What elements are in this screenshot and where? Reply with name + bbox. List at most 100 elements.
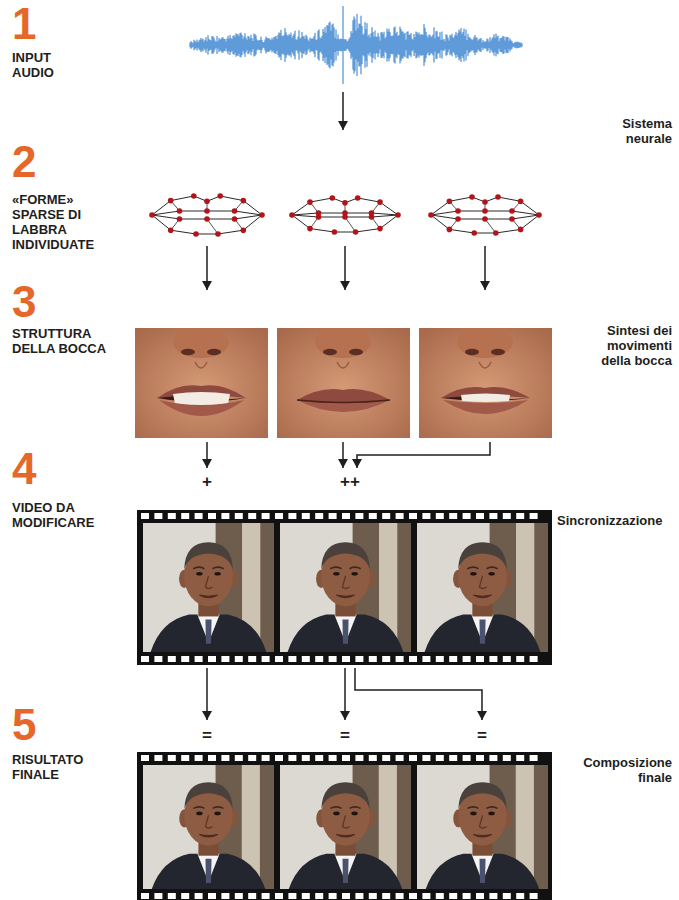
arrow-head [340,281,350,290]
mesh-point [447,227,453,233]
sprocket-hole [516,893,524,899]
sprocket-hole [141,656,149,662]
sprocket-hole [181,893,189,899]
mesh-point [536,212,542,218]
sprocket-hole [355,755,363,761]
sprocket-hole [154,893,162,899]
sprocket-hole [168,513,176,519]
sprocket-hole [436,755,444,761]
arrow-head [352,459,362,468]
sprocket-hole [329,893,337,899]
film-frame [280,763,411,891]
person-figure [143,763,274,891]
sprocket-hole [221,755,229,761]
sprocket-hole [422,755,430,761]
nostril [207,349,221,355]
sprocket-hole [195,893,203,899]
sprocket-hole [288,656,296,662]
mouth-image [277,326,410,438]
sprocket-hole [141,513,149,519]
mesh-point [469,194,475,200]
sprocket-hole [221,893,229,899]
arrow-head [338,459,348,468]
sprocket-hole [382,755,390,761]
mouth-image [135,326,268,438]
sprocket-hole [208,513,216,519]
mesh-point [232,216,238,222]
mouth-images [135,326,552,438]
arrow-head [480,281,490,290]
sprocket-hole [262,755,270,761]
sprocket-hole [208,893,216,899]
nostril [491,349,505,355]
step-number: 5 [12,703,36,747]
sprocket-hole [369,513,377,519]
sprocket-hole [302,513,310,519]
sprocket-hole [449,893,457,899]
film-base [137,510,552,665]
sprocket-hole [530,893,538,899]
sprocket-hole [516,656,524,662]
sprocket-hole [489,656,497,662]
mesh-point [455,208,461,214]
sprocket-hole [262,513,270,519]
sprocket-hole [422,656,430,662]
sprocket-hole [369,656,377,662]
nostril [349,349,363,355]
sprocket-hole [476,513,484,519]
sprocket-hole [248,513,256,519]
sprocket-hole [275,893,283,899]
sprocket-hole [382,656,390,662]
sprocket-hole [396,513,404,519]
operator-sign: ++ [340,473,360,490]
mesh-point [482,216,488,222]
arrow-head [202,711,212,720]
mesh-line [292,198,398,232]
sprocket-hole [235,893,243,899]
film-strip [137,752,552,900]
sprocket-hole [516,513,524,519]
flow-arrow [202,442,212,468]
mesh-point [204,199,210,205]
mesh-point [482,208,488,214]
step-label: VIDEO DA MODIFICARE [12,500,116,530]
sprocket-hole [409,893,417,899]
mouth-image [419,326,552,438]
step-number: 1 [12,2,36,46]
mesh-point [369,214,375,220]
sprocket-hole [195,755,203,761]
sprocket-hole [503,755,511,761]
arrow-line [355,668,482,720]
sprocket-hole [436,656,444,662]
sprocket-hole [141,893,149,899]
sprocket-hole [449,755,457,761]
flow-arrow [338,442,348,468]
mesh-point [377,226,383,232]
nostril [181,349,195,355]
stage-label: Sincronizzazione [557,513,662,528]
upper-lip [297,389,390,402]
step-label: INPUT AUDIO [12,50,74,80]
mesh-point [204,216,210,222]
sprocket-hole [315,656,323,662]
sprocket-hole [503,893,511,899]
mesh-line [152,196,262,234]
mesh-line [431,197,539,233]
flow-arrow [340,246,350,290]
philtrum [337,362,349,368]
sprocket-hole [396,755,404,761]
flow-arrow [340,668,350,720]
flow-arrow [352,442,490,468]
sprocket-hole [302,755,310,761]
arrow-line [357,442,490,468]
sprocket-hole [235,755,243,761]
mesh-point [518,227,524,233]
sprocket-hole [168,893,176,899]
stage-label: Composizione finale [572,755,672,785]
film-frame [416,523,548,652]
lip-line [297,400,390,403]
arrow-head [477,711,487,720]
nose-tip [457,326,513,358]
sprocket-hole [315,893,323,899]
